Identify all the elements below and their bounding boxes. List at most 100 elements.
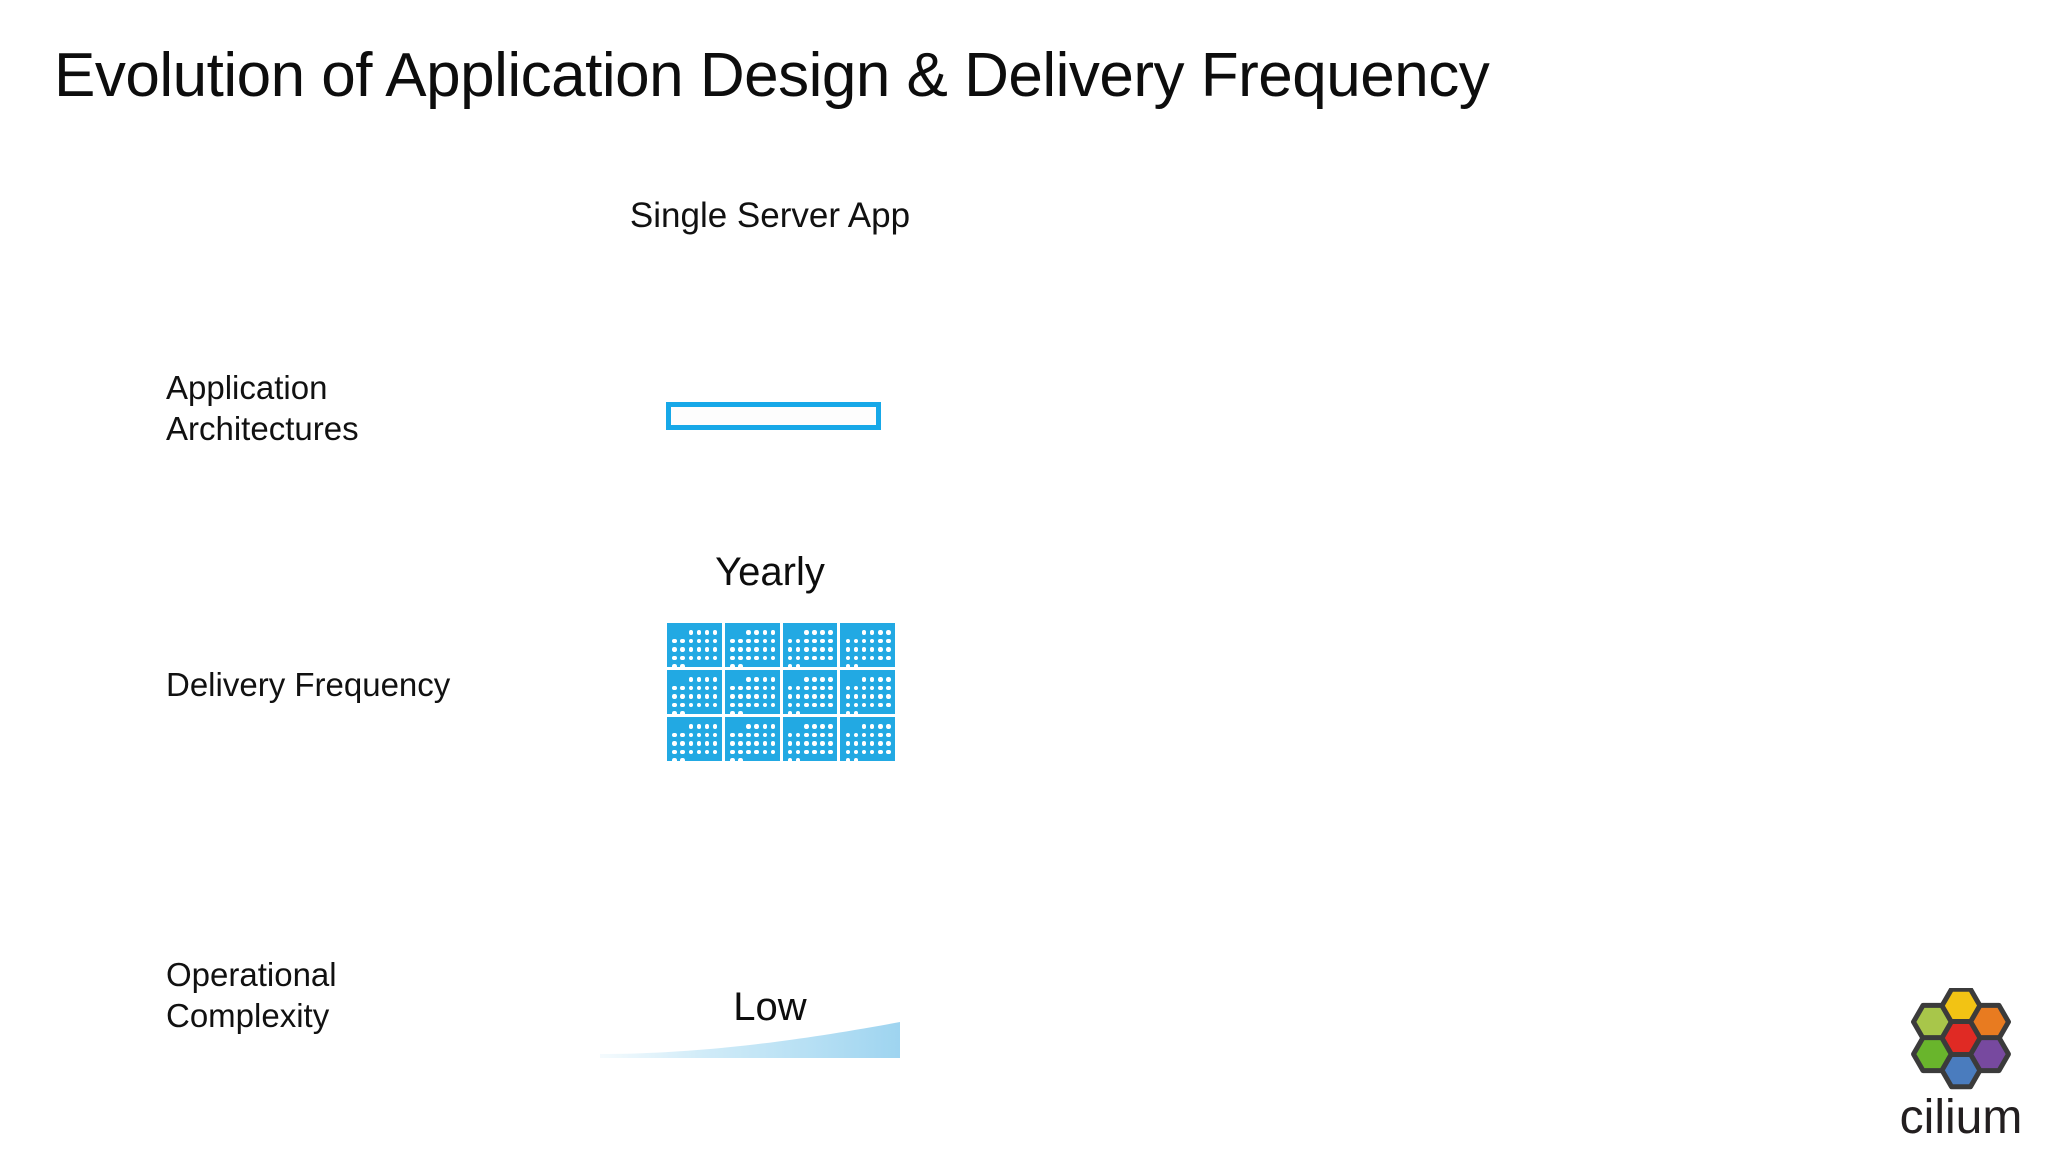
row-label-application-architectures: Application Architectures [166,369,359,447]
calendar-day-dot [886,741,891,746]
calendar-day-dot [787,732,793,738]
calendar-day-dot [854,630,858,634]
calendar-day-dot [804,694,809,699]
calendar-day-dot [688,685,693,691]
calendar-day-dot [730,749,735,755]
calendar-day-dot [712,647,718,652]
calendar-day-dot [754,630,759,635]
calendar-day-dot [696,647,702,652]
calendar-day-dot [878,732,883,738]
calendar-day-dot [680,655,685,661]
calendar-day-dot [696,677,702,682]
calendar-day-dot [738,749,743,755]
calendar-day-dot [804,702,809,708]
calendar-day-dot [754,664,758,667]
calendar-month-days [729,723,777,761]
calendar-day-dot [812,630,817,635]
calendar-day-dot [730,702,735,708]
calendar-day-dot [787,711,793,714]
calendar-day-dot [828,630,833,635]
row-label-delivery-frequency: Delivery Frequency [166,666,451,703]
calendar-day-dot [812,702,817,708]
calendar-day-dot [730,630,734,634]
calendar-day-dot [738,711,743,714]
calendar-day-dot [730,724,734,728]
calendar-day-dot [738,664,743,667]
calendar-day-dot [688,630,693,635]
calendar-day-dot [672,741,677,746]
calendar-day-dot [688,724,693,729]
calendar-day-dot [672,711,677,714]
calendar-day-dot [770,732,776,738]
calendar-day-dot [812,685,817,691]
calendar-day-dot [886,685,891,691]
calendar-day-dot [672,702,677,708]
calendar-day-dot [672,630,676,634]
calendar-day-dot [861,749,867,755]
calendar-day-dot [878,724,883,729]
calendar-day-dot [730,677,734,681]
calendar-day-dot [770,724,776,729]
calendar-day-dot [762,677,767,682]
calendar-day-dot [869,694,875,699]
calendar-day-dot [869,655,875,661]
calendar-day-dot [754,647,759,652]
calendar-day-dot [862,711,866,714]
calendar-day-dot [796,677,800,681]
calendar-day-dot [804,677,809,682]
calendar-day-dot [704,702,710,708]
calendar-day-dot [820,677,825,682]
calendar-day-dot [820,685,825,691]
calendar-day-dot [680,694,685,699]
calendar-day-dot [713,711,717,714]
calendar-day-dot [787,647,793,652]
calendar-day-dot [746,664,750,667]
calendar-day-dot [697,758,701,761]
calendar-day-dot [762,638,767,644]
calendar-day-dot [788,630,792,634]
calendar-day-dot [762,647,767,652]
calendar-month-tile [667,717,722,761]
calendar-day-dot [788,724,792,728]
calendar-day-dot [704,638,710,644]
calendar-day-dot [680,664,685,667]
calendar-day-dot [804,685,809,691]
calendar-day-dot [672,749,677,755]
calendar-day-dot [704,732,710,738]
calendar-day-dot [696,630,702,635]
calendar-month-days [729,676,777,714]
calendar-day-dot [861,630,867,635]
calendar-day-dot [820,638,825,644]
cilium-hexagon-mark [1911,988,2011,1090]
calendar-day-dot [828,741,833,746]
calendar-day-dot [754,702,759,708]
calendar-day-dot [746,741,751,746]
calendar-day-dot [853,749,859,755]
calendar-day-dot [738,741,743,746]
calendar-month-days [787,676,835,714]
calendar-day-dot [862,664,866,667]
cilium-wordmark: cilium [1899,1091,2023,1144]
calendar-day-dot [812,647,817,652]
calendar-day-dot [861,702,867,708]
calendar-day-dot [861,638,867,644]
calendar-day-dot [845,741,850,746]
calendar-month-tile [667,670,722,714]
calendar-day-dot [689,758,693,761]
calendar-day-dot [704,685,710,691]
column-heading-single-server: Single Server App [629,196,911,235]
calendar-day-dot [804,732,809,738]
calendar-day-dot [688,677,693,682]
calendar-day-dot [796,724,800,728]
calendar-day-dot [862,758,866,761]
calendar-day-dot [712,741,718,746]
calendar-day-dot [688,694,693,699]
calendar-day-dot [730,758,735,761]
calendar-day-dot [853,664,859,667]
calendar-month-tile [667,623,722,667]
calendar-day-dot [853,732,859,738]
calendar-day-dot [795,647,801,652]
calendar-day-dot [853,647,859,652]
calendar-day-dot [828,685,833,691]
cilium-logo: cilium [1886,988,2036,1142]
